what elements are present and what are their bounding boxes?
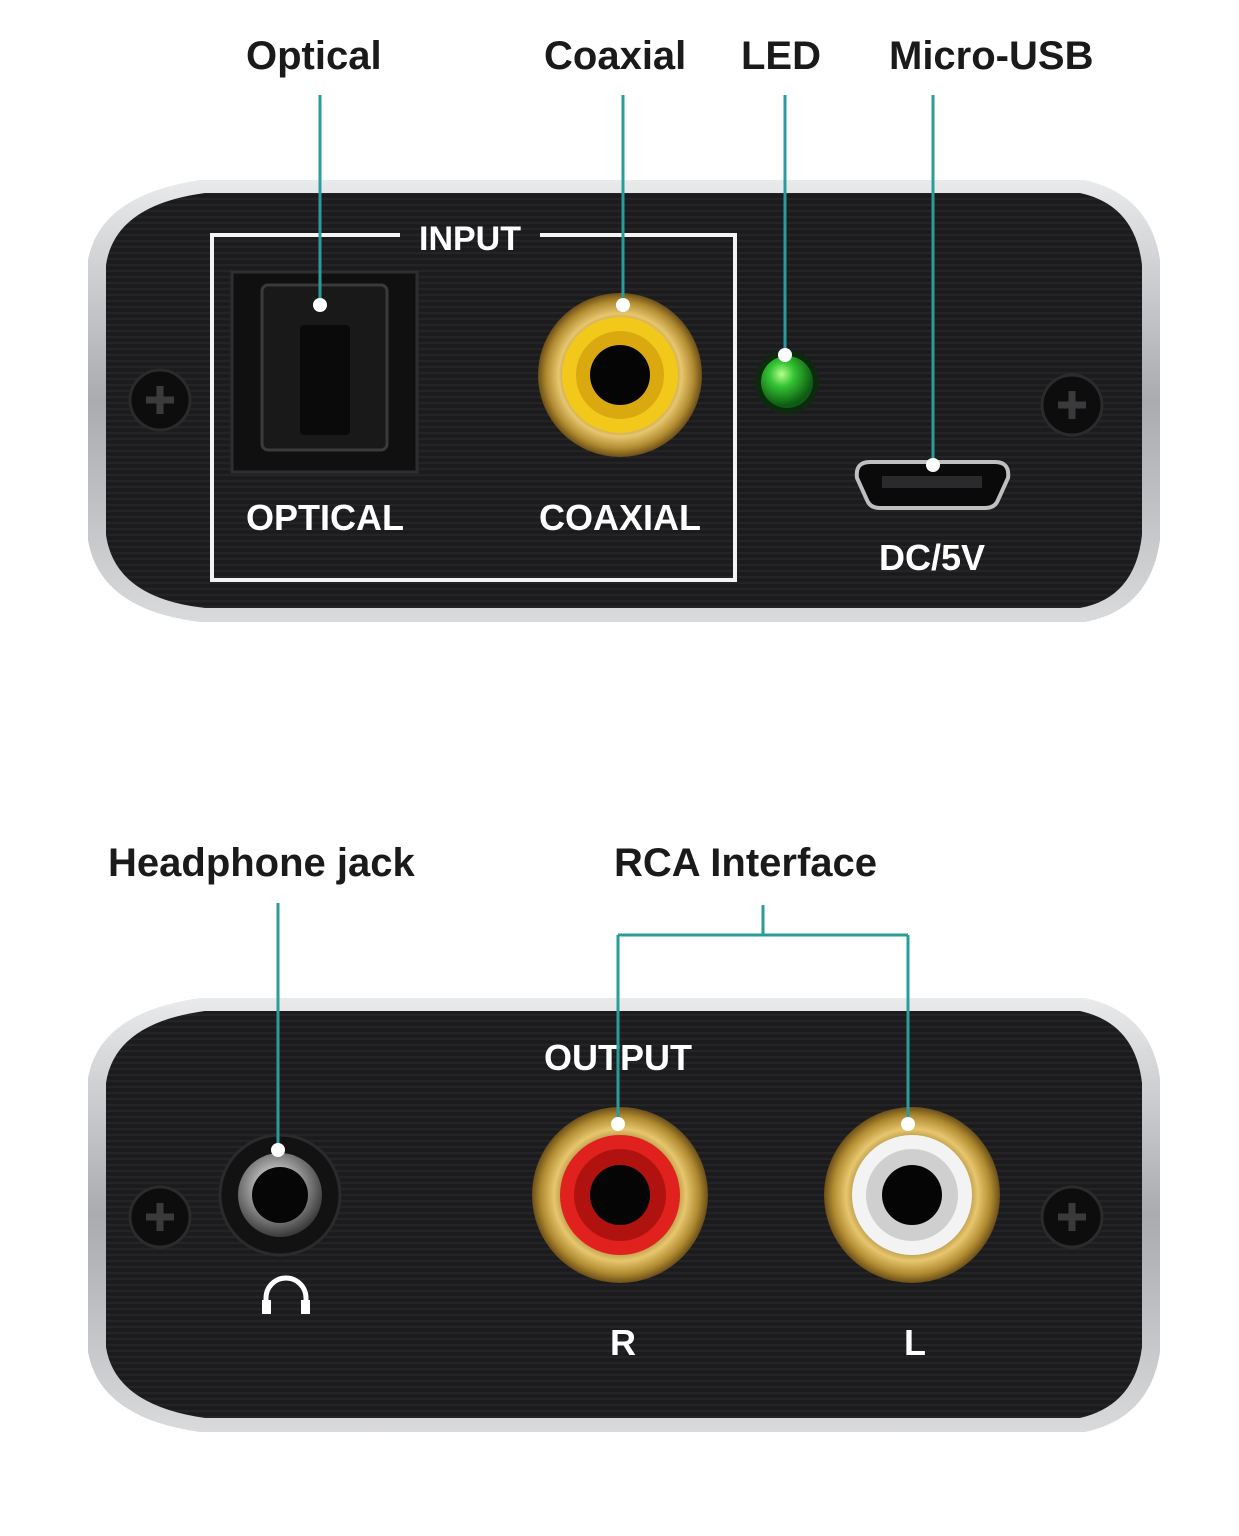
micro-usb-port[interactable] <box>854 460 1011 510</box>
rca-left-port[interactable] <box>824 1107 1000 1283</box>
screw-right-top <box>1040 373 1104 437</box>
rca-callout: RCA Interface <box>614 841 878 885</box>
led-indicator <box>755 350 819 414</box>
top-leader-dots <box>313 298 940 472</box>
coaxial-port[interactable] <box>538 293 702 457</box>
coaxial-panel-label: COAXIAL <box>539 497 701 538</box>
led-callout: LED <box>741 34 821 78</box>
optical-port[interactable] <box>230 270 419 474</box>
input-label: INPUT <box>419 220 521 258</box>
screw-left-bottom <box>128 1185 192 1249</box>
rca-left-label: L <box>904 1322 926 1363</box>
screw-left-top <box>128 368 192 432</box>
input-box: INPUT <box>210 220 737 582</box>
top-leader-lines <box>318 95 935 465</box>
bottom-panel: OUTPUT R L <box>88 998 1160 1432</box>
headphone-callout: Headphone jack <box>108 841 415 885</box>
rca-right-label: R <box>610 1322 636 1363</box>
optical-callout: Optical <box>246 34 382 78</box>
bottom-leader-dots <box>271 1117 915 1157</box>
rca-right-port[interactable] <box>532 1107 708 1283</box>
headphone-icon <box>262 1275 310 1314</box>
coaxial-callout: Coaxial <box>544 34 687 78</box>
top-panel: INPUT OPTICAL COAXIAL DC/5V <box>88 180 1160 622</box>
optical-panel-label: OPTICAL <box>246 497 404 538</box>
micro-usb-callout: Micro-USB <box>889 34 1094 78</box>
bottom-leader-lines <box>276 903 910 1150</box>
headphone-jack[interactable] <box>218 1133 342 1257</box>
dc-panel-label: DC/5V <box>879 537 985 578</box>
screw-right-bottom <box>1040 1185 1104 1249</box>
